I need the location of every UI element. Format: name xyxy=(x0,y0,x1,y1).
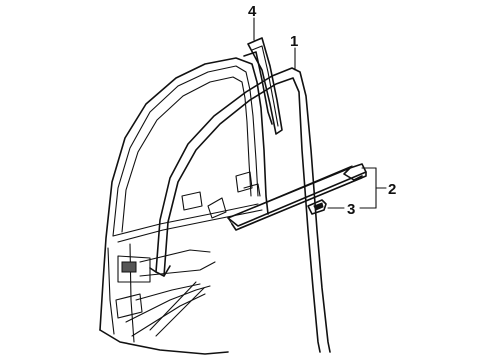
part-2-belt-molding xyxy=(227,163,367,231)
callout-3: 3 xyxy=(347,201,355,218)
leader-lines xyxy=(253,17,387,209)
part-4-pillar-applique xyxy=(243,37,283,135)
door-shell xyxy=(99,57,269,355)
callout-4: 4 xyxy=(248,3,257,20)
callout-1: 1 xyxy=(290,33,298,50)
callout-2: 2 xyxy=(388,181,396,198)
part-3-clip xyxy=(307,199,327,215)
part-1-frame-molding xyxy=(149,67,331,353)
